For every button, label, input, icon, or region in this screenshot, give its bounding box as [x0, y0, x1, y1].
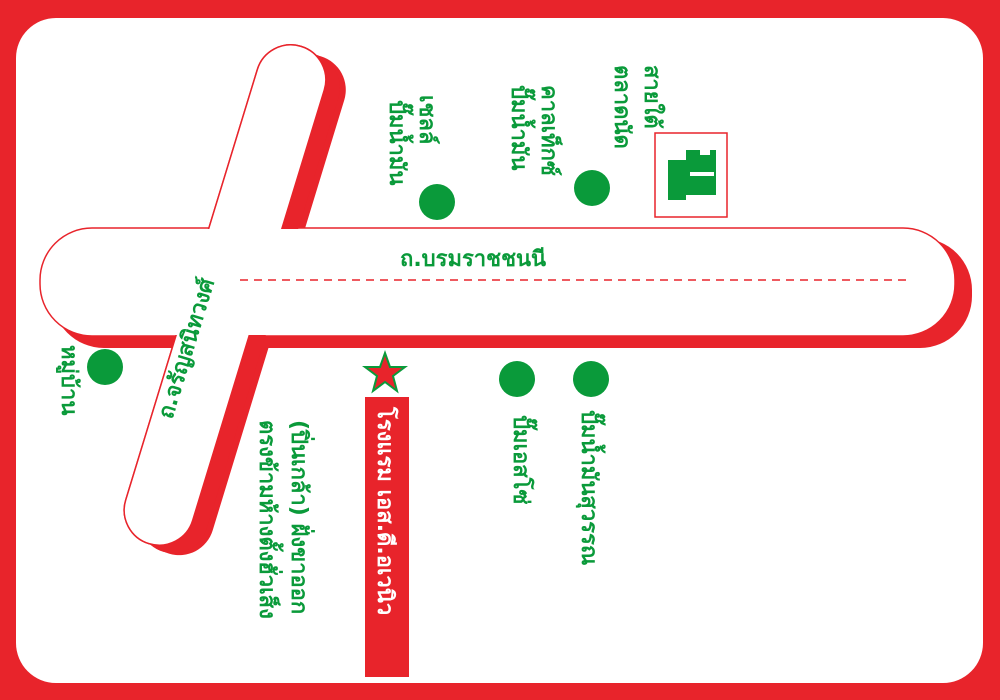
building-label-1: ตรงข้ามห้างตั้งฮั่วเส็ง [254, 420, 284, 619]
green-dot-marker-icon [87, 349, 123, 385]
map-card [16, 18, 983, 683]
caltex-station-label-1: ปั๊มน้ำมัน [506, 85, 536, 170]
green-dot-marker-icon [499, 361, 535, 397]
cross-road-top [123, 44, 340, 554]
green-dot-marker-icon [573, 361, 609, 397]
market-label-1: ตลาดนัด [609, 65, 634, 149]
village-label: หมู่บ้าน [55, 345, 81, 415]
star-marker-icon [362, 350, 408, 394]
esso-station-label: ปั๊มเอสโซ่ [508, 415, 538, 504]
building-label-2: (ปิ่นเกล้า) ฝั่งขาออก [286, 420, 316, 614]
hotel-label: โรงแรม เอส.ดี.อเวนิว [372, 406, 399, 615]
main-road [39, 227, 972, 348]
market-building-icon [654, 132, 728, 218]
hotel-box [365, 397, 409, 677]
caltex-station-label-2: คาลเท็กซ์ [536, 85, 564, 176]
green-dot-marker-icon [574, 170, 610, 206]
main-road-label: ถ.บรมราชชนนี [400, 247, 546, 272]
market-label-2: สายใต้ [639, 65, 666, 129]
shell-station-label-2: เชลล์ [414, 95, 440, 144]
green-dot-marker-icon [419, 184, 455, 220]
suwan-station-label: ปั๊มน้ำมันสุวรรณ [575, 410, 606, 565]
shell-station-label-1: ปั๊มน้ำมัน [384, 100, 414, 185]
